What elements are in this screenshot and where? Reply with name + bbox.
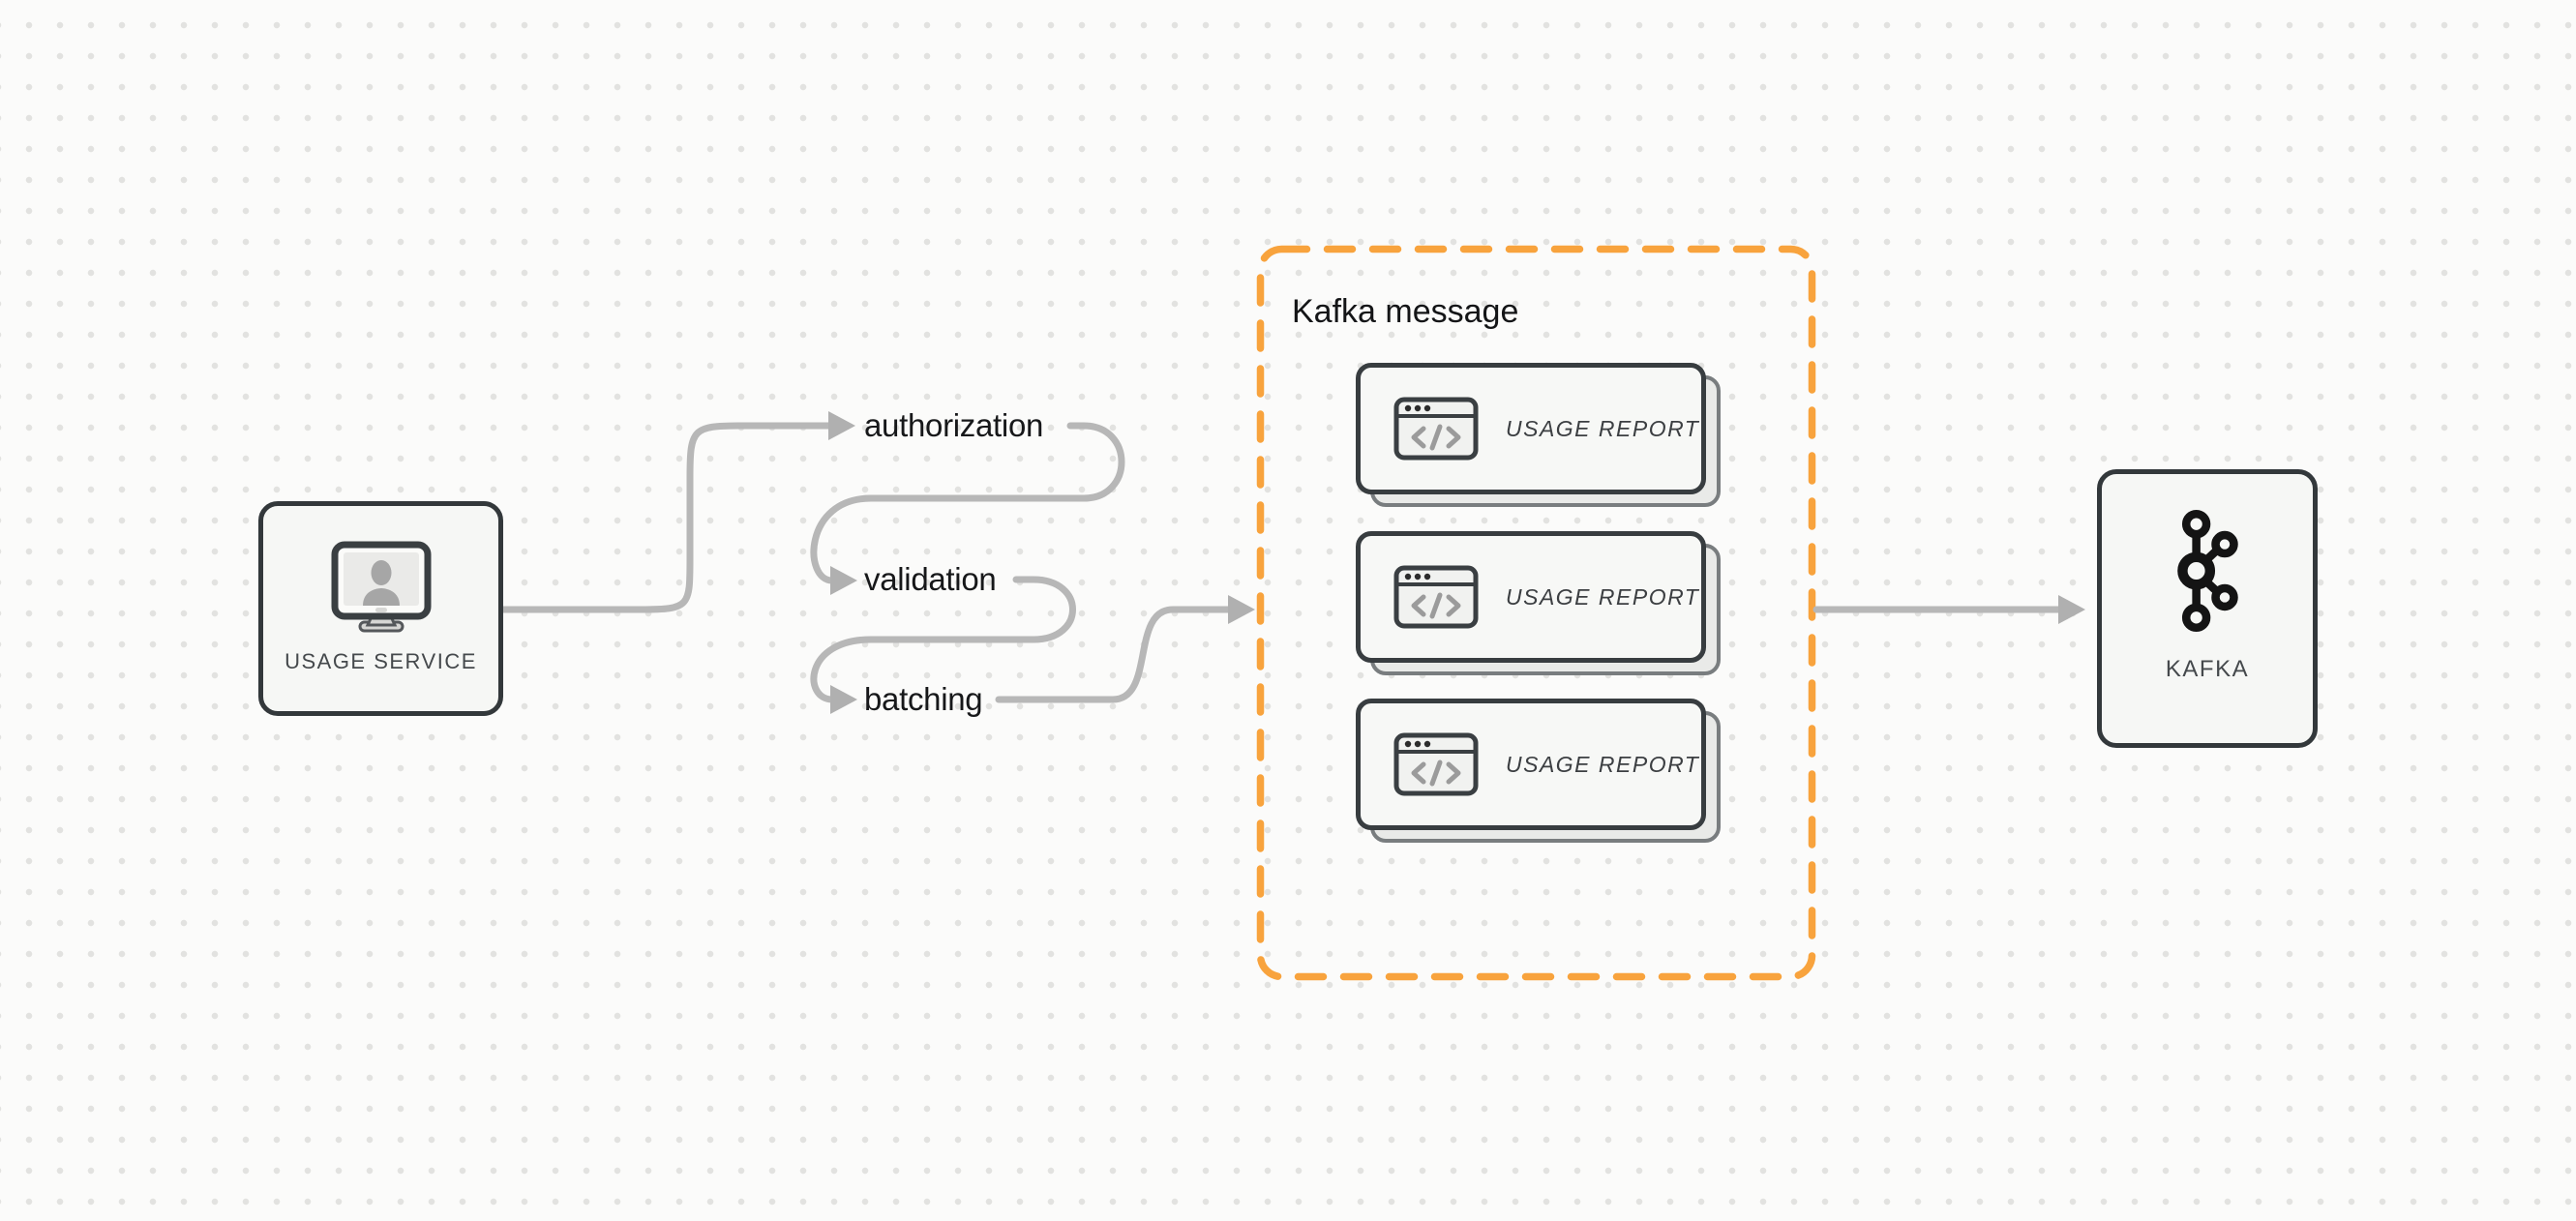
usage-report-label: USAGE REPORT	[1506, 583, 1700, 610]
flow-step-validation: validation	[864, 561, 997, 597]
usage-report-label: USAGE REPORT	[1506, 751, 1700, 777]
usage-report-label: USAGE REPORT	[1506, 415, 1700, 441]
arrowhead-validation	[830, 566, 857, 595]
kafka-label: KAFKA	[2165, 656, 2250, 682]
arrowhead-kafka	[2058, 595, 2085, 624]
usage-report-card: USAGE REPORT	[1356, 699, 1721, 843]
code-window-icon	[1393, 565, 1479, 629]
arrowhead-group	[1228, 595, 1255, 624]
kafka-logo-icon	[2177, 509, 2238, 632]
node-usage-service: USAGE SERVICE	[258, 501, 503, 716]
connector-batching-to-group	[995, 606, 1233, 703]
kafka-message-group-border	[1256, 245, 1816, 981]
code-window-icon	[1393, 732, 1479, 796]
arrowhead-batching	[830, 685, 857, 714]
usage-report-card: USAGE REPORT	[1356, 363, 1721, 507]
connector-usage-to-authorization	[499, 422, 834, 613]
connector-authorization-to-validation	[810, 422, 1125, 584]
card-front: USAGE REPORT	[1356, 699, 1706, 830]
arrowhead-authorization	[828, 411, 855, 440]
usage-report-card: USAGE REPORT	[1356, 531, 1721, 675]
connector-validation-to-batching	[810, 576, 1076, 703]
monitor-user-icon	[331, 541, 431, 633]
card-front: USAGE REPORT	[1356, 531, 1706, 663]
kafka-message-title: Kafka message	[1292, 293, 1519, 330]
flow-step-batching: batching	[864, 681, 983, 717]
flow-step-authorization: authorization	[864, 407, 1044, 443]
code-window-icon	[1393, 397, 1479, 461]
node-kafka: KAFKA	[2097, 469, 2318, 748]
usage-service-label: USAGE SERVICE	[285, 649, 477, 673]
card-front: USAGE REPORT	[1356, 363, 1706, 494]
